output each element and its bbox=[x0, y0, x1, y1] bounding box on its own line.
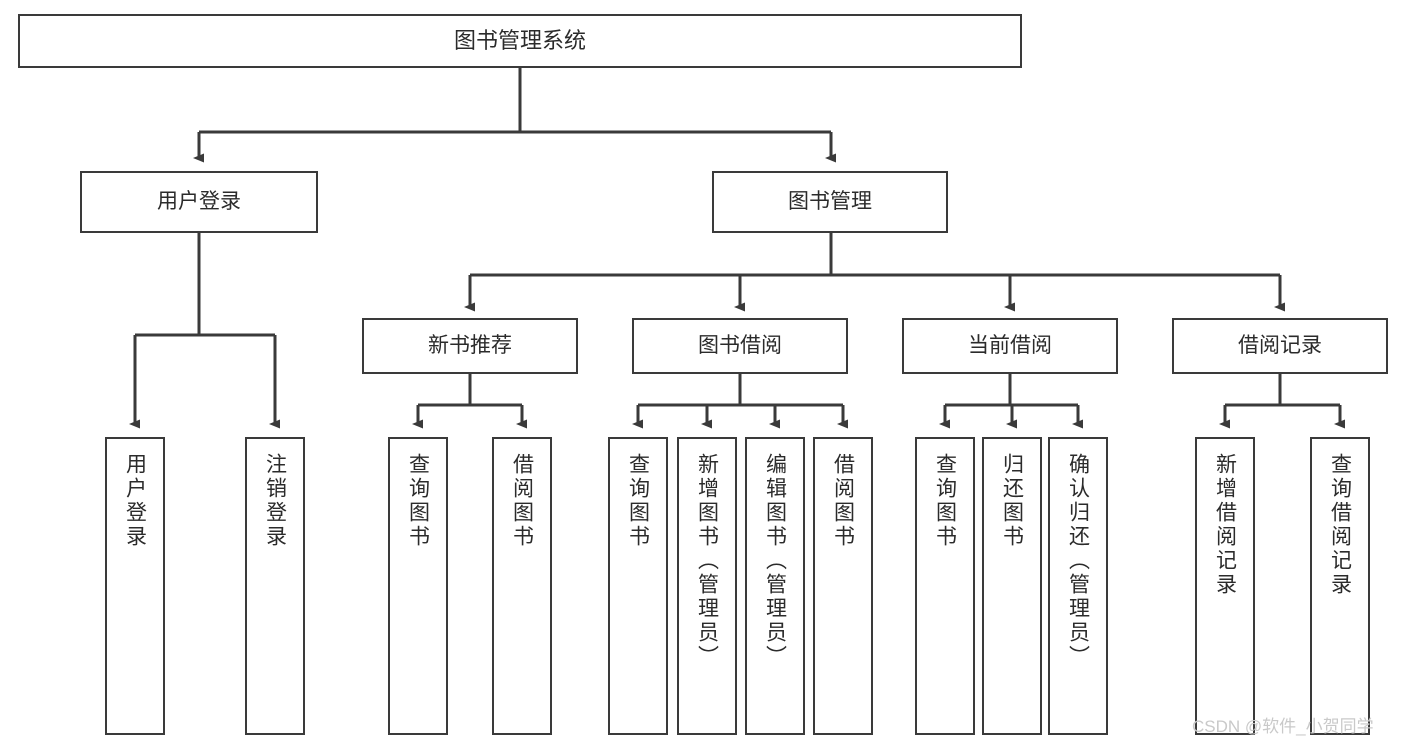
leaf-query-book-borrow[interactable]: 查询图书 bbox=[608, 437, 668, 735]
node-label: 查询借阅记录 bbox=[1328, 453, 1352, 597]
node-label: 查询图书 bbox=[406, 453, 430, 549]
node-label: 查询图书 bbox=[933, 453, 957, 549]
leaf-add-borrow-record[interactable]: 新增借阅记录 bbox=[1195, 437, 1255, 735]
leaf-borrow-book[interactable]: 借阅图书 bbox=[813, 437, 873, 735]
node-label: 新书推荐 bbox=[428, 333, 512, 357]
node-label: 图书借阅 bbox=[698, 333, 782, 357]
leaf-user-login[interactable]: 用户登录 bbox=[105, 437, 165, 735]
node-current-borrow[interactable]: 当前借阅 bbox=[902, 318, 1118, 374]
node-label: 编辑图书（管理员） bbox=[763, 453, 787, 669]
node-label: 借阅记录 bbox=[1238, 333, 1322, 357]
node-label: 注销登录 bbox=[263, 453, 287, 549]
node-label: 用户登录 bbox=[157, 189, 241, 213]
node-label: 新增图书（管理员） bbox=[695, 453, 719, 669]
node-label: 归还图书 bbox=[1000, 453, 1024, 549]
leaf-edit-book[interactable]: 编辑图书（管理员） bbox=[745, 437, 805, 735]
node-label: 查询图书 bbox=[626, 453, 650, 549]
node-book-management[interactable]: 图书管理 bbox=[712, 171, 948, 233]
node-label: 借阅图书 bbox=[510, 453, 534, 549]
node-label: 图书管理系统 bbox=[453, 28, 586, 54]
leaf-return-book[interactable]: 归还图书 bbox=[982, 437, 1042, 735]
node-user-login[interactable]: 用户登录 bbox=[80, 171, 318, 233]
leaf-borrow-book-recommend[interactable]: 借阅图书 bbox=[492, 437, 552, 735]
node-label: 当前借阅 bbox=[968, 333, 1052, 357]
leaf-query-borrow-record[interactable]: 查询借阅记录 bbox=[1310, 437, 1370, 735]
leaf-query-book-current[interactable]: 查询图书 bbox=[915, 437, 975, 735]
watermark-text: CSDN @软件_小贺同学 bbox=[1192, 717, 1374, 736]
node-new-book-recommend[interactable]: 新书推荐 bbox=[362, 318, 578, 374]
node-label: 用户登录 bbox=[123, 453, 147, 549]
leaf-confirm-return[interactable]: 确认归还（管理员） bbox=[1048, 437, 1108, 735]
node-label: 新增借阅记录 bbox=[1213, 453, 1237, 597]
node-label: 借阅图书 bbox=[831, 453, 855, 549]
leaf-logout-login[interactable]: 注销登录 bbox=[245, 437, 305, 735]
node-borrow-record[interactable]: 借阅记录 bbox=[1172, 318, 1388, 374]
leaf-query-book-recommend[interactable]: 查询图书 bbox=[388, 437, 448, 735]
node-label: 图书管理 bbox=[788, 189, 872, 213]
node-label: 确认归还（管理员） bbox=[1066, 453, 1090, 669]
leaf-add-book[interactable]: 新增图书（管理员） bbox=[677, 437, 737, 735]
node-root-system[interactable]: 图书管理系统 bbox=[18, 14, 1022, 68]
node-book-borrow[interactable]: 图书借阅 bbox=[632, 318, 848, 374]
